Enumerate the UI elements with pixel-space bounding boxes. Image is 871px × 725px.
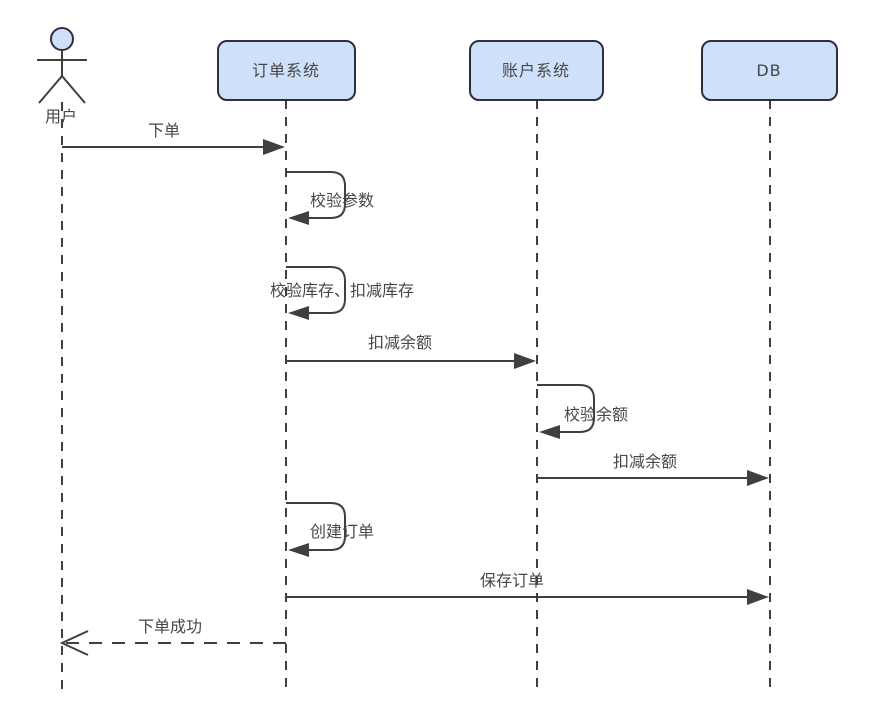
message-label: 创建订单	[310, 522, 374, 541]
message-validate-balance[interactable]: 校验余额	[537, 384, 628, 439]
message-label: 扣减余额	[368, 333, 432, 352]
participant-user[interactable]: 用户	[37, 27, 87, 126]
arrowhead	[288, 306, 309, 320]
arrowhead	[539, 425, 560, 439]
participant-db[interactable]: DB	[701, 40, 838, 101]
message-deduct-balance-db[interactable]: 扣减余额	[537, 452, 769, 486]
participant-account[interactable]: 账户系统	[469, 40, 604, 101]
arrowhead	[288, 211, 309, 225]
self-message-loop	[286, 502, 346, 551]
lifelines	[61, 100, 771, 692]
actor-figure-icon	[37, 27, 87, 104]
participant-label-account: 账户系统	[502, 61, 570, 80]
message-place-order[interactable]: 下单	[62, 121, 285, 155]
message-validate-params[interactable]: 校验参数	[286, 171, 374, 225]
message-label: 保存订单	[480, 571, 544, 590]
participant-order[interactable]: 订单系统	[217, 40, 356, 101]
message-label: 校验库存、扣减库存	[270, 281, 414, 300]
arrowhead	[514, 353, 536, 369]
actor-leg-left	[38, 75, 63, 104]
message-label: 扣减余额	[613, 452, 677, 471]
self-message-loop	[537, 384, 595, 433]
participant-box-account	[469, 40, 604, 101]
participant-label-db: DB	[756, 61, 781, 80]
arrowhead	[263, 139, 285, 155]
actor-head	[50, 27, 74, 51]
self-message-loop	[286, 266, 346, 314]
message-create-order[interactable]: 创建订单	[286, 502, 374, 557]
arrowhead	[747, 470, 769, 486]
message-label: 下单成功	[138, 617, 202, 636]
participant-label-user: 用户	[45, 107, 77, 126]
message-label: 校验参数	[310, 191, 374, 210]
actor-leg-right	[61, 75, 86, 104]
arrowhead	[747, 589, 769, 605]
message-deduct-balance-request[interactable]: 扣减余额	[286, 333, 536, 369]
message-save-order[interactable]: 保存订单	[286, 571, 769, 605]
arrowhead	[288, 543, 309, 557]
participant-box-order	[217, 40, 356, 101]
participant-box-db	[701, 40, 838, 101]
message-label: 校验余额	[564, 405, 628, 424]
message-check-and-deduct-stock[interactable]: 校验库存、扣减库存	[270, 266, 414, 320]
self-message-loop	[286, 171, 346, 219]
message-label: 下单	[148, 121, 180, 140]
participant-label-order: 订单系统	[252, 61, 320, 80]
message-order-success-return[interactable]: 下单成功	[59, 617, 286, 656]
open-arrowhead	[59, 630, 89, 656]
